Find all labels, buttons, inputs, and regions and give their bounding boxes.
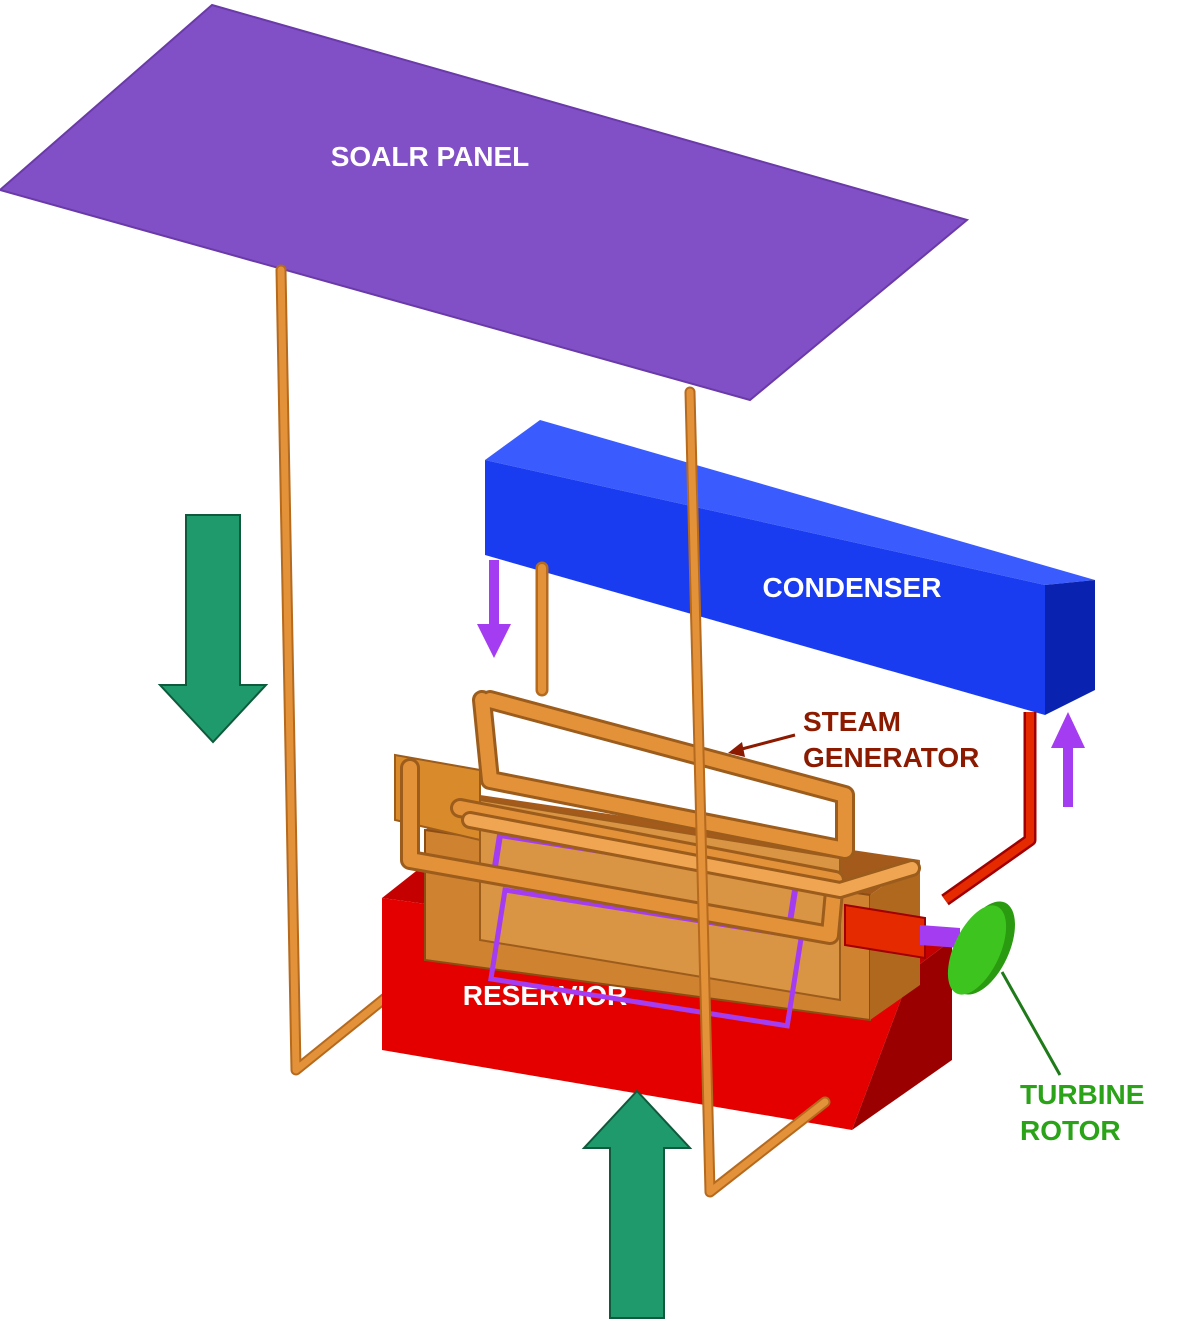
right-pipe xyxy=(684,386,831,1198)
turbine-label-line1: TURBINE xyxy=(1020,1079,1144,1110)
solar-panel-label: SOALR PANEL xyxy=(331,141,530,172)
solar-panel xyxy=(0,3,970,402)
steam-generator-label-line1: STEAM xyxy=(803,706,901,737)
up-arrow-icon xyxy=(581,1089,693,1319)
turbine-pointer-line xyxy=(1000,971,1062,1076)
turbine-label-line2: ROTOR xyxy=(1020,1115,1121,1146)
steam-pipe-to-condenser xyxy=(941,712,1037,906)
steam-generator-pointer xyxy=(728,733,796,757)
steam-generator-coil xyxy=(400,690,921,945)
down-arrow-icon xyxy=(477,560,511,658)
turbine-inlet-pipe xyxy=(844,903,960,960)
turbine-rotor xyxy=(947,901,1015,995)
condenser-label: CONDENSER xyxy=(763,572,942,603)
steam-generator-label-line2: GENERATOR xyxy=(803,742,979,773)
down-arrow-icon xyxy=(157,514,269,744)
up-arrow-icon xyxy=(1051,712,1085,807)
condenser xyxy=(485,420,1095,715)
left-pipe xyxy=(275,264,416,1076)
